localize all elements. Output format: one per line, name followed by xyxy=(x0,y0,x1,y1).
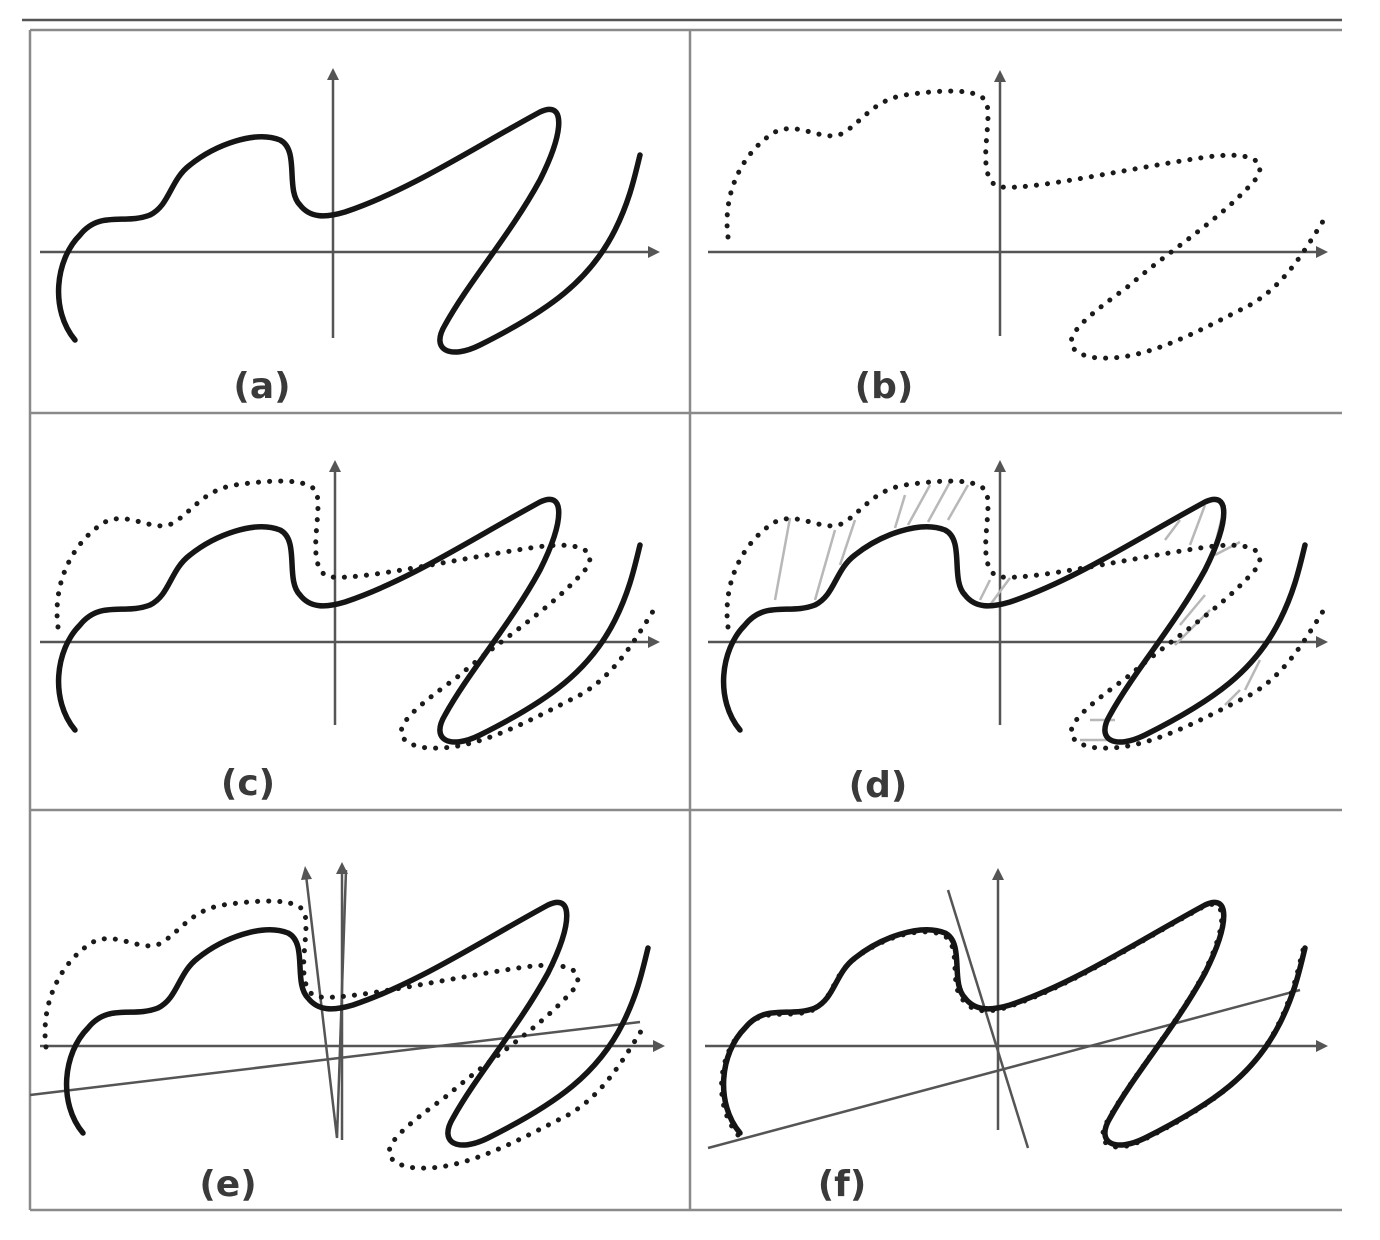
curve-solid xyxy=(59,499,640,742)
panel-label: (f) xyxy=(818,1164,867,1205)
panel-e: (e) xyxy=(29,862,665,1205)
axes xyxy=(40,460,660,725)
panel-b: (b) xyxy=(708,70,1328,407)
panel-label: (b) xyxy=(855,366,914,407)
panel-label: (d) xyxy=(849,765,908,806)
panel-label: (a) xyxy=(233,366,290,407)
curve-dotted xyxy=(722,904,1303,1147)
axes xyxy=(708,460,1328,725)
panel-label: (c) xyxy=(221,763,275,804)
panel-d: (d) xyxy=(708,460,1328,806)
curve-dotted xyxy=(727,91,1325,358)
panel-f: (f) xyxy=(705,868,1328,1205)
axes xyxy=(40,68,660,338)
curve-dotted xyxy=(57,481,655,748)
curve-solid xyxy=(724,902,1305,1145)
curve-dotted xyxy=(727,481,1325,748)
principal-axes xyxy=(707,889,1301,1150)
axes xyxy=(708,70,1328,336)
panel-label: (e) xyxy=(199,1164,256,1205)
correspondence-lines xyxy=(773,481,1262,742)
curve-solid xyxy=(59,109,640,352)
panel-a: (a) xyxy=(40,68,660,407)
curve-solid xyxy=(67,902,648,1145)
principal-axes xyxy=(29,866,641,1139)
axes xyxy=(40,862,665,1140)
axes xyxy=(705,868,1328,1130)
curve-solid xyxy=(724,499,1305,742)
panel-c: (c) xyxy=(40,460,660,804)
